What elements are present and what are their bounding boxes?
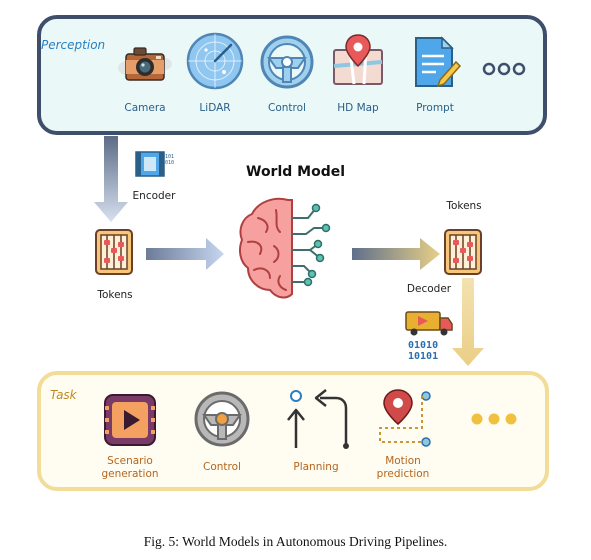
perception-item-lidar: LiDAR bbox=[199, 102, 231, 114]
perception-item-control: Control bbox=[268, 102, 306, 114]
brain-icon bbox=[236, 194, 336, 306]
more-dots-task-icon bbox=[470, 412, 520, 426]
svg-text:1010: 1010 bbox=[162, 160, 174, 166]
arrow-decoder-to-task bbox=[452, 278, 484, 366]
video-play-icon bbox=[102, 392, 158, 448]
abacus-icon-right bbox=[443, 228, 483, 276]
task-item-control: Control bbox=[203, 461, 241, 473]
task-item-motion: Motion prediction bbox=[376, 455, 430, 480]
world-model-title: World Model bbox=[246, 164, 346, 180]
tokens-left-label: Tokens bbox=[97, 289, 133, 301]
map-icon bbox=[330, 32, 386, 90]
binary-text: 01010 10101 bbox=[408, 340, 438, 362]
arrow-perception-to-tokens bbox=[94, 136, 128, 222]
binary-bottom: 10101 bbox=[408, 351, 439, 362]
decoder-label: Decoder bbox=[406, 283, 452, 295]
video-truck-icon bbox=[404, 308, 454, 338]
camera-icon bbox=[118, 42, 172, 88]
perception-item-camera: Camera bbox=[124, 102, 166, 114]
abacus-icon bbox=[94, 228, 134, 276]
film-icon: 0101 1010 bbox=[134, 146, 174, 182]
arrow-world-model-to-tokens bbox=[352, 238, 440, 270]
task-item-scenario: Scenario generation bbox=[101, 455, 159, 480]
tokens-right-label: Tokens bbox=[446, 200, 482, 212]
arrow-tokens-to-world-model bbox=[146, 238, 224, 270]
binary-top: 01010 bbox=[408, 340, 439, 351]
steering-wheel-task-icon bbox=[192, 390, 252, 448]
svg-text:0101: 0101 bbox=[162, 154, 174, 160]
task-item-planning: Planning bbox=[293, 461, 339, 473]
encoder-label: Encoder bbox=[132, 190, 176, 202]
steering-wheel-icon bbox=[258, 34, 316, 90]
more-dots-icon bbox=[482, 62, 526, 76]
perception-panel bbox=[37, 15, 547, 135]
task-label: Task bbox=[50, 388, 77, 402]
perception-label: Perception bbox=[41, 38, 106, 52]
perception-item-prompt: Prompt bbox=[416, 102, 454, 114]
lidar-icon bbox=[186, 32, 244, 90]
perception-item-hd-map: HD Map bbox=[337, 102, 379, 114]
document-icon bbox=[410, 34, 462, 90]
planning-route-icon bbox=[286, 388, 350, 452]
figure-caption: Fig. 5: World Models in Autonomous Drivi… bbox=[143, 534, 448, 549]
motion-path-icon bbox=[370, 388, 436, 450]
